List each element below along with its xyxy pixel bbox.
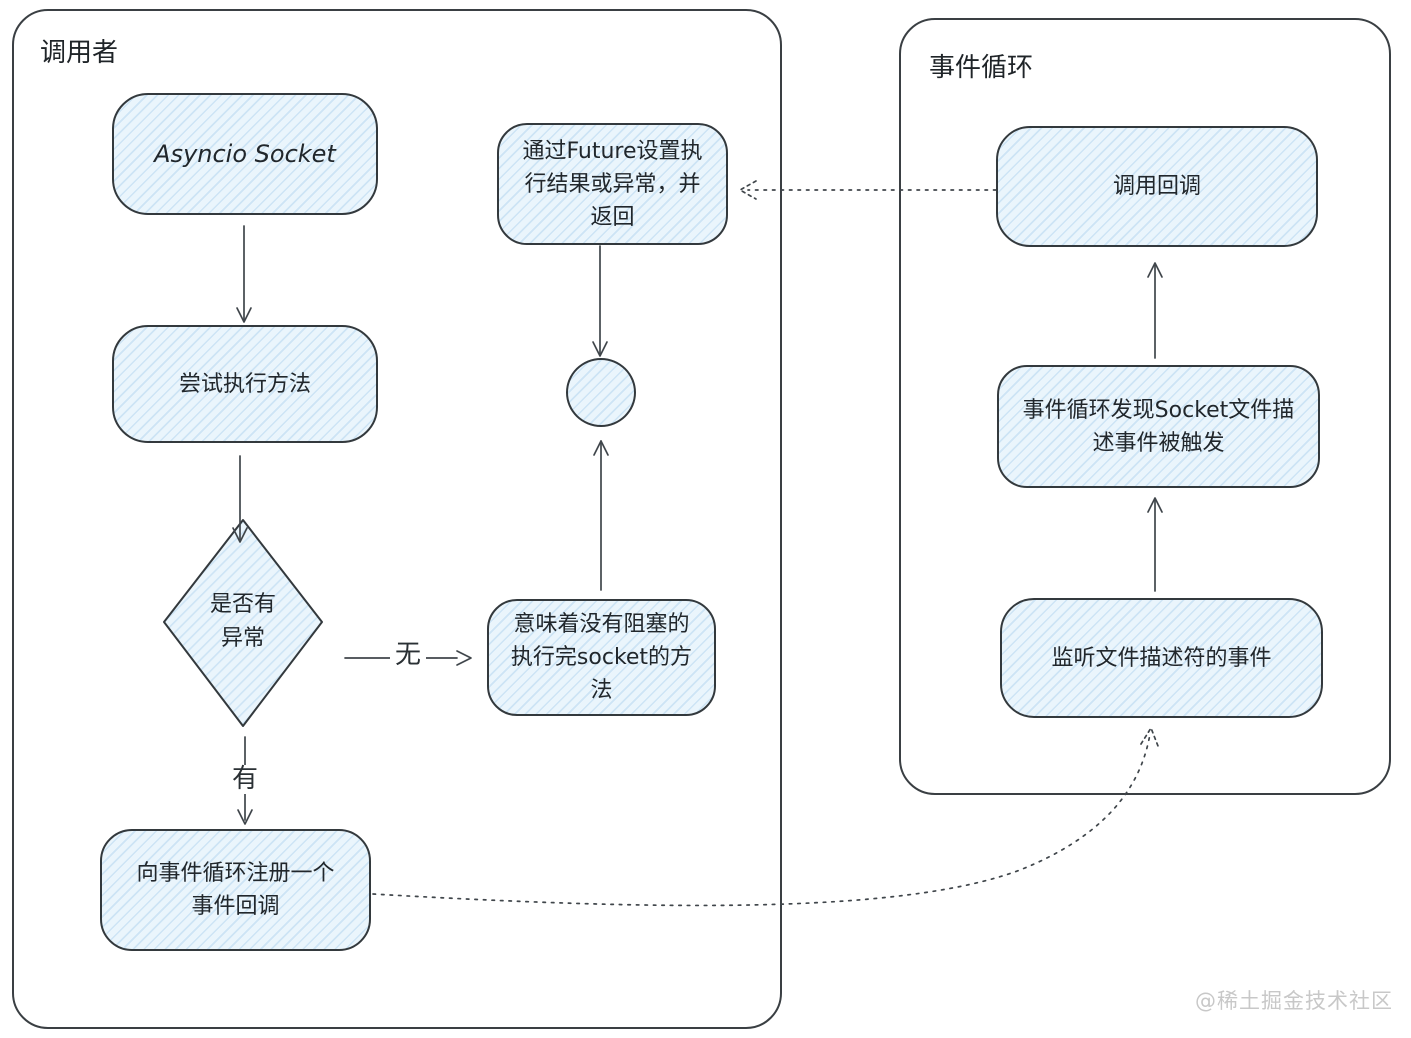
node-try-execute: 尝试执行方法 bbox=[112, 325, 378, 443]
node-invoke-callback: 调用回调 bbox=[996, 126, 1318, 247]
node-socket-fd-event-triggered: 事件循环发现Socket文件描述事件被触发 bbox=[997, 365, 1320, 488]
node-listen-fd-events: 监听文件描述符的事件 bbox=[1000, 598, 1323, 718]
decision-diamond-label: 是否有异常 bbox=[209, 591, 276, 651]
node-register-callback: 向事件循环注册一个事件回调 bbox=[100, 829, 371, 951]
watermark: @稀土掘金技术社区 bbox=[1195, 989, 1393, 1013]
node-future-set-result: 通过Future设置执行结果或异常，并返回 bbox=[497, 123, 728, 245]
caller-container-title: 调用者 bbox=[40, 38, 119, 68]
caller-container: 调用者 bbox=[12, 9, 782, 1029]
join-circle bbox=[566, 358, 636, 427]
event-loop-container-title: 事件循环 bbox=[929, 53, 1034, 83]
edge-label-yes: 有 bbox=[226, 765, 264, 794]
node-asyncio-socket: Asyncio Socket bbox=[112, 93, 378, 215]
node-nonblocking-done: 意味着没有阻塞的执行完socket的方法 bbox=[487, 599, 716, 716]
edge-label-no: 无 bbox=[389, 641, 427, 670]
